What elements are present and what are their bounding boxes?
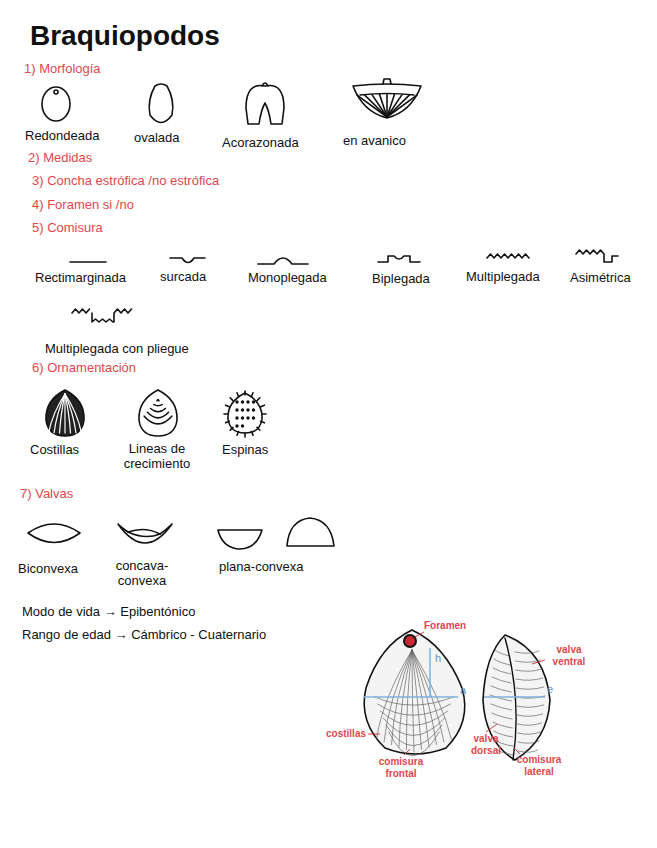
figure-label: a	[460, 684, 466, 697]
shape-round	[42, 87, 70, 121]
caption-label: surcada	[160, 270, 206, 285]
caption-label: Biconvexa	[18, 562, 78, 577]
caption-label: Multiplegada	[466, 270, 540, 285]
shape-heart	[246, 83, 284, 124]
shape-oval	[149, 84, 173, 123]
caption-label: Lineas de crecimiento	[112, 442, 202, 472]
figure-label: valva dorsal	[466, 733, 506, 756]
brachiopod-front-view	[364, 630, 465, 756]
commissure-sulcate	[170, 258, 205, 263]
caption-label: ovalada	[134, 131, 180, 146]
figure-label: valva ventral	[545, 644, 593, 667]
ornament-growth-lines	[139, 390, 177, 436]
caption-label: en avanico	[343, 134, 406, 149]
caption-label: Rango de edad → Cámbrico - Cuaternario	[22, 628, 266, 643]
caption-label: Biplegada	[372, 272, 430, 287]
caption-label: Espinas	[222, 443, 268, 458]
figure-label: e	[547, 683, 553, 696]
valves-plano-convex	[218, 518, 334, 549]
commissure-biplicate	[378, 256, 420, 262]
figure-label: costillas	[326, 728, 366, 740]
figure-label: h	[435, 652, 441, 665]
shape-fan	[353, 79, 421, 118]
caption-label: Multiplegada con pliegue	[45, 342, 189, 357]
caption-label: Redondeada	[25, 129, 99, 144]
measure-lines	[364, 648, 545, 697]
figure-label: comisura frontal	[376, 756, 426, 779]
caption-label: Rectimarginada	[35, 271, 126, 286]
valves-biconvex	[28, 524, 80, 543]
ornament-ribs	[46, 390, 84, 436]
section-heading: 1) Morfología	[24, 62, 101, 77]
commissure-rect	[70, 261, 106, 263]
caption-label: Acorazonada	[222, 136, 299, 151]
figure-label: comisura lateral	[514, 754, 564, 777]
ornament-spines	[224, 391, 266, 437]
caption-label: Modo de vida → Epibentónico	[22, 605, 195, 620]
figure-label: Foramen	[424, 620, 466, 632]
commissure-asymmetric	[576, 250, 618, 262]
commissure-multiplicate-fold	[72, 309, 132, 322]
valves-concavo-convex	[118, 524, 172, 543]
caption-label: Monoplegada	[248, 271, 327, 286]
caption-label: plana-convexa	[219, 560, 304, 575]
section-heading: 7) Valvas	[20, 487, 73, 502]
section-heading: 4) Foramen si /no	[32, 198, 134, 213]
section-heading: 5) Comisura	[32, 221, 103, 236]
commissure-uniplicate	[258, 258, 308, 264]
section-heading: 6) Ornamentación	[32, 361, 136, 376]
section-heading: 2) Medidas	[28, 151, 92, 166]
caption-label: Costillas	[30, 443, 79, 458]
caption-label: concava-convexa	[110, 559, 174, 589]
caption-label: Asimétrica	[570, 271, 631, 286]
page-title: Braquiopodos	[30, 20, 220, 52]
section-heading: 3) Concha estrófica /no estrófica	[32, 174, 219, 189]
commissure-multiplicate	[487, 254, 529, 258]
leader-lines	[368, 632, 545, 755]
